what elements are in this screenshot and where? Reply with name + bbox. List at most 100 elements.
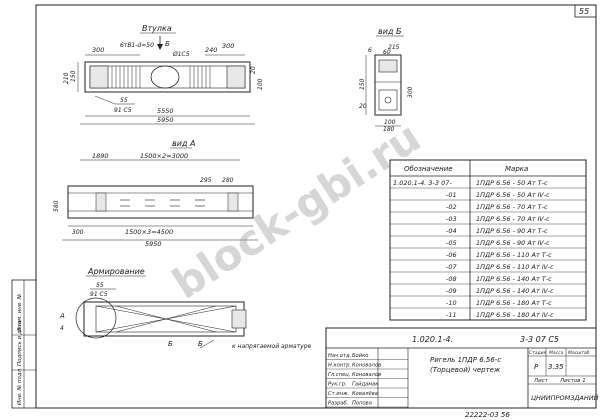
staff-name: Бойко <box>352 353 368 359</box>
sheet-frame <box>35 4 597 409</box>
sheet-label: Лист <box>533 378 549 384</box>
stage-value: Р <box>534 363 539 371</box>
rebar-label-a: А <box>59 312 65 320</box>
mid-dim-280: 280 <box>222 177 234 184</box>
mid-dim-1500x3: 1500×3=4500 <box>125 228 173 236</box>
mid-dim-5950: 5950 <box>145 240 162 248</box>
spec-header-mark: Марка <box>505 165 528 173</box>
spec-rows: 1.020.1-4. 3-3 07- 1ПДР 6.56 - 50 Ат Т-с -… <box>390 179 586 319</box>
staff-role: Н.контр. <box>328 363 351 369</box>
staff-name: Гайдамак <box>352 382 379 388</box>
page-number-box <box>574 4 597 18</box>
side-stamp: Инв. № подл. Подпись и дата Взам. инв. № <box>11 279 37 409</box>
rebar-a-note: 6тВ1-d=50 <box>120 42 154 49</box>
spec-row-mark: 1ПДР 6.56 - 110 Ат Т-с <box>476 251 552 259</box>
view-b-label: вид Б <box>378 27 402 36</box>
view-a-label: вид А <box>172 139 195 148</box>
spec-table: Обозначение Марка 1.020.1-4. 3-3 07- 1ПДР… <box>389 159 587 321</box>
note-bottom: к напрягаемой арматуре <box>232 343 312 350</box>
dim-240: 240 <box>205 46 217 54</box>
sec-dim-100: 100 <box>384 119 396 126</box>
spec-header-code: Обозначение <box>404 165 453 173</box>
callout-b-small: Б <box>168 340 173 348</box>
side-stamp-label-1: Инв. № подл. <box>17 367 23 405</box>
spec-row-code: -06 <box>446 251 457 259</box>
staff-name: Коновалов <box>352 363 381 369</box>
top-frac-bot: 91 С5 <box>114 107 132 114</box>
spec-row-code: -10 <box>446 299 457 307</box>
side-dim-150: 150 <box>70 70 77 82</box>
spec-row-code: -11 <box>446 311 457 319</box>
bottom-code: 22222-03 56 <box>465 411 510 419</box>
spec-row-code: -09 <box>446 287 457 295</box>
spec-row-mark: 1ПДР 6.56 - 70 Ат Т-с <box>476 203 548 211</box>
staff-role: Рук.гр. <box>328 382 347 388</box>
side-dim-20: 20 <box>250 66 257 74</box>
spec-row-code: -02 <box>446 203 457 211</box>
sec-dim-215: 215 <box>388 44 400 51</box>
spec-row-code: -04 <box>446 227 457 235</box>
spec-row-code: 1.020.1-4. 3-3 07- <box>393 179 452 187</box>
spec-row-mark: 1ПДР 6.56 - 90 Ат Т-с <box>476 227 548 235</box>
stage-header: Стадия <box>529 350 547 356</box>
mid-dim-300: 300 <box>72 229 84 236</box>
spec-row-code: -01 <box>446 191 457 199</box>
sec-dim-60: 60 <box>383 49 391 56</box>
callout-b-number: 6 <box>368 47 372 54</box>
side-dim-210: 210 <box>63 72 70 84</box>
spec-row-mark: 1ПДР 6.56 - 180 Ат Т-с <box>476 299 552 307</box>
watermark: block-gbi.ru <box>164 112 429 308</box>
sec-dim-300: 300 <box>407 86 414 98</box>
sec-dim-180: 180 <box>383 126 395 133</box>
spec-row-code: -03 <box>446 215 457 223</box>
mass-header: Масса <box>549 350 564 356</box>
view-top-label: Втулка <box>142 24 172 33</box>
mid-dim-295: 295 <box>200 177 212 184</box>
rebar-frac-bot: 91 С5 <box>90 291 108 298</box>
staff-role: Ст.инж. <box>328 391 349 397</box>
title-line2: (Торцевой) чертеж <box>430 366 501 374</box>
spec-row-code: -07 <box>446 263 457 271</box>
rebar-label-b: Б <box>198 340 203 348</box>
staff-name: Ковалёва <box>352 391 378 397</box>
dim-300b: 300 <box>222 42 234 50</box>
rebar-b-note: Ø1С5 <box>172 51 190 58</box>
spec-row-mark: 1ПДР 6.56 - 140 Ат Ⅳ-с <box>476 287 554 295</box>
dim-5950: 5950 <box>157 116 174 124</box>
spec-row-mark: 1ПДР 6.56 - 90 Ат Ⅳ-с <box>476 239 550 247</box>
organization: ЦНИИПРОМЗДАНИЙ <box>531 393 599 402</box>
top-view: Втулка Б 300 6тВ1-d=50 Ø1С5 300 240 <box>63 24 264 125</box>
spec-row-mark: 1ПДР 6.56 - 140 Ат Т-с <box>476 275 552 283</box>
staff-rows: Нач.отд.БойкоН.контр.КоноваловГл.спец.Ко… <box>326 353 408 408</box>
spec-row-mark: 1ПДР 6.56 - 50 Ат Ⅳ-с <box>476 191 550 199</box>
section-view-b: вид Б 215 60 300 150 20 6 100 180 <box>359 27 414 133</box>
title-block: 1.020.1-4. 3-3 07 С5 Ригель 1ПДР 6.56-с … <box>325 327 599 409</box>
staff-name: Коновалов <box>352 372 381 378</box>
staff-role: Гл.спец. <box>328 372 350 378</box>
rebar-frac-top: 55 <box>96 282 104 289</box>
staff-role: Разраб. <box>328 401 348 407</box>
callout-b-letter: Б <box>165 40 170 48</box>
top-frac-top: 55 <box>120 97 128 104</box>
dim-5550: 5550 <box>157 107 174 115</box>
title-sheet-code: 3-3 07 С5 <box>520 335 559 344</box>
spec-row-mark: 1ПДР 6.56 - 50 Ат Т-с <box>476 179 548 187</box>
mid-dim-580: 580 <box>53 200 60 212</box>
sheets-label: Листов 1 <box>559 378 586 384</box>
spec-row-mark: 1ПДР 6.56 - 180 Ат Ⅳ-с <box>476 311 554 319</box>
reinforcement-label: Армирование <box>87 267 145 276</box>
callout-a-number: 4 <box>60 325 64 332</box>
side-dim-100: 100 <box>257 78 264 90</box>
mid-dim-1890: 1890 <box>92 152 109 160</box>
staff-name: Попова <box>352 401 372 407</box>
mid-dim-1500x2: 1500×2=3000 <box>140 152 188 160</box>
page-number: 55 <box>579 7 589 16</box>
title-line1: Ригель 1ПДР 6.56-с <box>430 356 501 364</box>
spec-row-code: -05 <box>446 239 457 247</box>
reinforcement-view: Армирование 55 91 С5 А 4 Б Б к напрягаем… <box>59 267 312 350</box>
scale-header: Масштаб <box>568 350 590 356</box>
middle-view-a: вид А 1890 1500×2=3000 295 280 580 300 1… <box>53 139 258 248</box>
spec-row-code: -08 <box>446 275 457 283</box>
side-stamp-label-2: Подпись и дата <box>17 320 23 366</box>
